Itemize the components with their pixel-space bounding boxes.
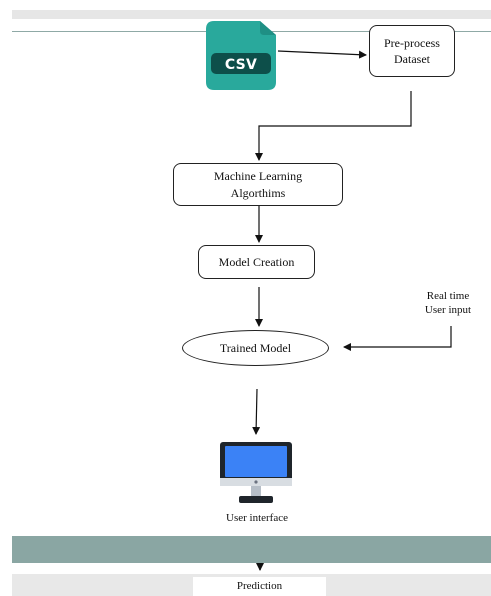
user-interface-label: User interface (226, 512, 288, 524)
csv-file-corner-fold (260, 21, 276, 35)
preprocess-dataset-label: Pre-process Dataset (384, 35, 440, 66)
edge-csv-to-preprocess (277, 50, 367, 59)
realtime-user-input-label: Real time User input (424, 290, 472, 317)
footer-teal-band (12, 536, 491, 563)
monitor-power-dot (254, 480, 258, 484)
machine-learning-algorithms-label: Machine Learning Algorthims (213, 169, 303, 200)
trained-model-label: Trained Model (219, 340, 292, 355)
edge-realtime-to-trained (343, 326, 452, 351)
model-creation-label: Model Creation (218, 254, 295, 269)
monitor-stand-base (239, 496, 273, 503)
model-creation-box: Model Creation (198, 245, 315, 279)
csv-label-band (211, 53, 271, 74)
preprocess-dataset-box: Pre-process Dataset (369, 25, 455, 77)
monitor-icon (220, 442, 292, 503)
edge-preprocess-to-ml (255, 91, 412, 161)
top-gray-band (12, 10, 491, 19)
trained-model-ellipse: Trained Model (182, 330, 329, 366)
prediction-label: Prediction (193, 577, 326, 596)
csv-file-icon: CSV (206, 21, 276, 90)
csv-text: CSV (225, 57, 257, 73)
machine-learning-algorithms-box: Machine Learning Algorthims (173, 163, 343, 206)
monitor-neck (251, 486, 261, 496)
edge-trained-to-ui (252, 388, 261, 435)
monitor-screen (225, 446, 287, 477)
